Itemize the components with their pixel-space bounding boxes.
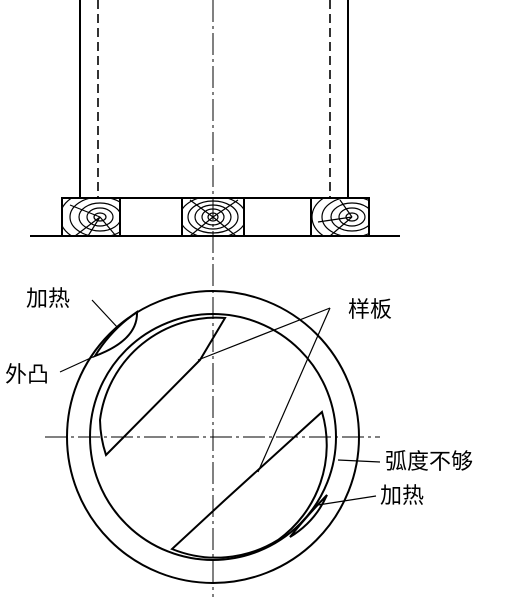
heated-zone-upper-left [92,310,139,358]
support-base [30,197,400,237]
wood-grain-middle [182,198,244,236]
wood-grain-right [311,198,369,236]
label-outward-bulge: 外凸 [5,363,49,388]
cylinder-outline [79,0,349,198]
label-template: 样板 [348,298,392,323]
label-heating-bottom: 加热 [380,484,424,509]
template-lower-right [170,410,328,559]
leader-template-a [197,307,331,361]
cylinder-hidden-inner-walls [97,0,331,198]
wood-grain-left [62,198,120,236]
leader-heating-top [91,299,119,329]
leader-outward-bulge [59,355,96,373]
label-insufficient-curvature: 弧度不够 [385,450,473,475]
cylinder-elevation [79,0,349,597]
cylinder-plan-view [45,290,381,584]
leader-insufficient-curvature [337,459,381,463]
heated-zone-lower-right [289,494,328,538]
leader-template-b [257,307,331,473]
leader-heating-bottom [317,495,377,506]
template-upper-left [98,316,227,457]
label-heating-top: 加热 [26,287,70,312]
